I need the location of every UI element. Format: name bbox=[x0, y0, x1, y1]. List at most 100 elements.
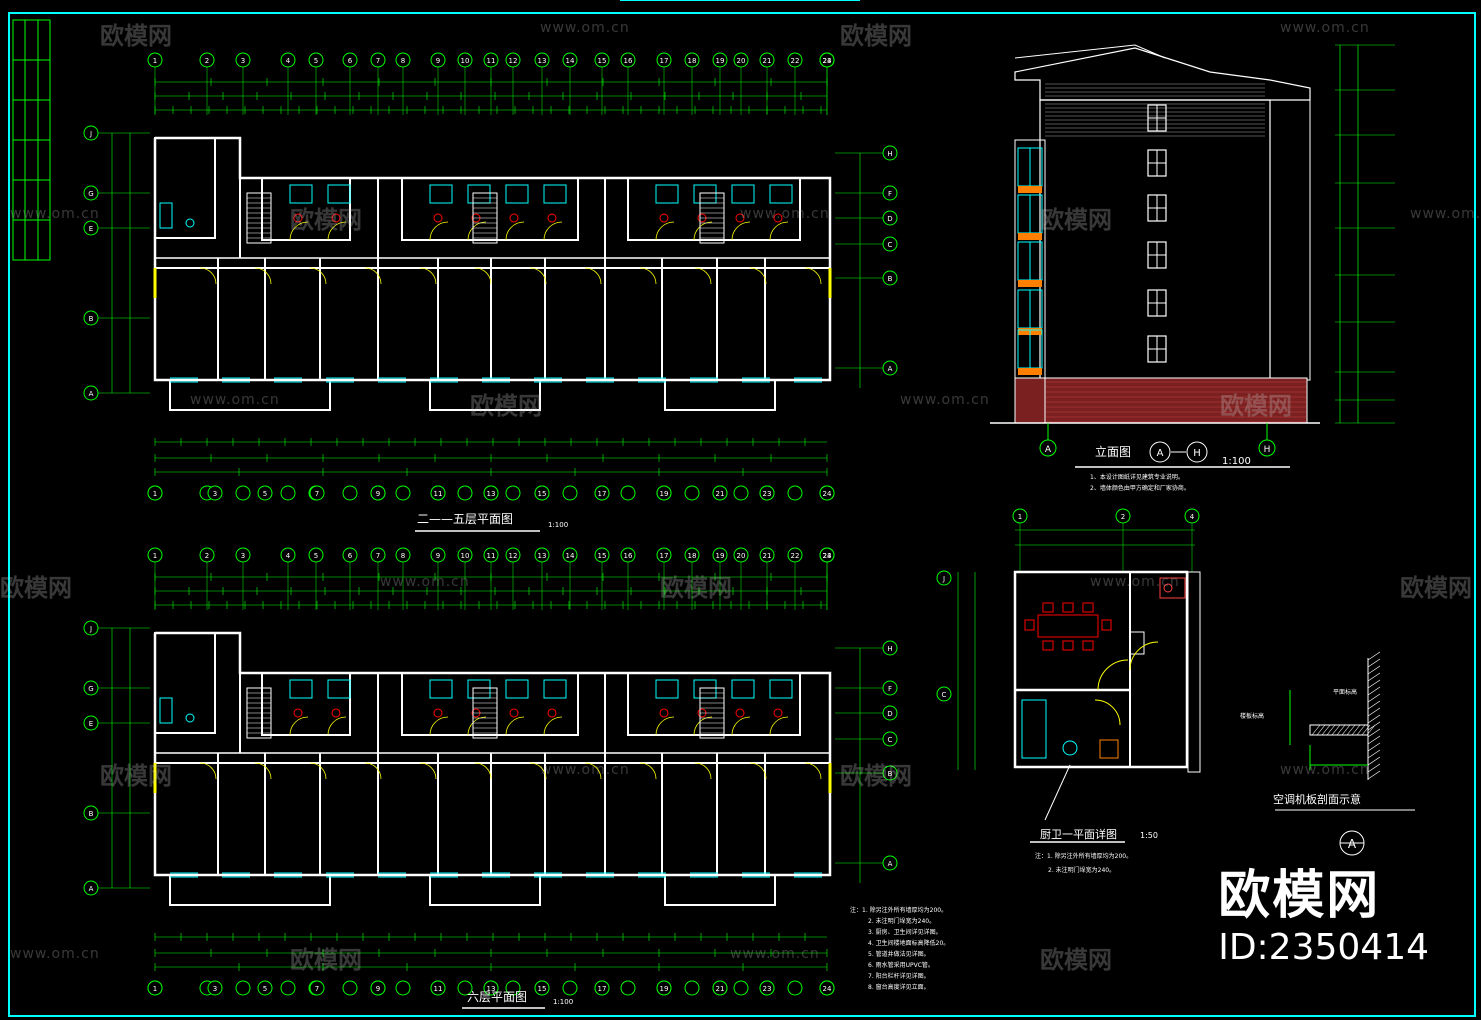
axis-label: 13 bbox=[538, 57, 547, 65]
axis-bubble bbox=[656, 980, 672, 996]
svg-text:F: F bbox=[888, 685, 892, 693]
axis-bubble bbox=[257, 485, 273, 501]
axis-label: 11 bbox=[434, 985, 443, 993]
svg-text:1: 1 bbox=[1018, 513, 1022, 521]
svg-text:H: H bbox=[887, 645, 892, 653]
axis-label: 24 bbox=[823, 552, 832, 560]
axis-label: 9 bbox=[376, 985, 380, 993]
axis-label: 3 bbox=[241, 552, 245, 560]
axis-label: 9 bbox=[436, 552, 440, 560]
axis-label: 8 bbox=[401, 57, 405, 65]
elevation-drawing: A H 立面图 A H 1:100 1、本设计图纸详见建筑专业说明。 2、墙体颜… bbox=[990, 44, 1395, 492]
axis-label: 15 bbox=[598, 552, 607, 560]
axis-label: 12 bbox=[509, 552, 518, 560]
axis-label: 23 bbox=[763, 985, 772, 993]
general-notes: 注：1. 除另注外所有墙厚均为200。 2. 未注明门垛宽为240。 3. 厨房、卫… bbox=[850, 906, 949, 991]
toilet-icon bbox=[1062, 740, 1078, 756]
axis-label: 17 bbox=[598, 490, 607, 498]
axis-label: 19 bbox=[716, 552, 725, 560]
axis-bubble bbox=[759, 980, 775, 996]
axis-label: 11 bbox=[487, 57, 496, 65]
axis-label: 21 bbox=[763, 57, 772, 65]
axis-label: 13 bbox=[538, 552, 547, 560]
note-line: 5. 管道井做法见详图。 bbox=[868, 950, 930, 958]
svg-text:C: C bbox=[888, 736, 893, 744]
brand-name: 欧模网 bbox=[1218, 866, 1381, 926]
lower-plan-title: 六层平面图 bbox=[467, 990, 527, 1004]
axis-label: 13 bbox=[487, 985, 496, 993]
axis-label: 19 bbox=[660, 985, 669, 993]
axis-label: 11 bbox=[487, 552, 496, 560]
svg-text:H: H bbox=[887, 150, 892, 158]
svg-text:G: G bbox=[88, 190, 93, 198]
axis-label: 23 bbox=[823, 57, 832, 65]
axis-bubble bbox=[430, 485, 446, 501]
axis-label: 5 bbox=[263, 490, 267, 498]
svg-text:楼板标高: 楼板标高 bbox=[1240, 712, 1264, 720]
axis-label: 4 bbox=[286, 552, 291, 560]
svg-text:2: 2 bbox=[1121, 513, 1125, 521]
axis-label: 2 bbox=[205, 552, 209, 560]
detail-scale: 1:50 bbox=[1140, 831, 1158, 840]
svg-text:C: C bbox=[942, 691, 947, 699]
axis-label: 5 bbox=[314, 552, 318, 560]
bathtub-icon bbox=[1021, 699, 1047, 759]
axis-bubble bbox=[430, 980, 446, 996]
axis-label: 12 bbox=[509, 57, 518, 65]
elev-axis-h bbox=[1258, 439, 1276, 457]
axis-bubble bbox=[594, 485, 610, 501]
upper-plan-scale: 1:100 bbox=[548, 521, 568, 529]
svg-text:D: D bbox=[887, 710, 892, 718]
axis-label: 7 bbox=[376, 552, 380, 560]
elevation-scale: 1:100 bbox=[1222, 456, 1251, 467]
note-line: 2. 未注明门垛宽为240。 bbox=[868, 917, 935, 925]
elev-axis-a bbox=[1039, 439, 1057, 457]
svg-text:2. 未注明门垛宽为240。: 2. 未注明门垛宽为240。 bbox=[1048, 866, 1115, 874]
axis-bubble bbox=[147, 485, 163, 501]
ac-slab-section: 平面标高 楼板标高 空调机板剖面示意 A bbox=[1240, 651, 1415, 856]
axis-bubble bbox=[712, 980, 728, 996]
axis-bubble bbox=[656, 485, 672, 501]
svg-text:C: C bbox=[888, 241, 893, 249]
svg-text:4: 4 bbox=[1190, 513, 1195, 521]
axis-label: 14 bbox=[566, 552, 575, 560]
svg-text:G: G bbox=[88, 685, 93, 693]
axis-label: 9 bbox=[376, 490, 380, 498]
svg-text:A: A bbox=[888, 365, 893, 373]
axis-bubble bbox=[534, 485, 550, 501]
axis-label: 7 bbox=[315, 490, 319, 498]
axis-label: 3 bbox=[213, 985, 217, 993]
axis-bubble bbox=[594, 980, 610, 996]
axis-label: 13 bbox=[487, 490, 496, 498]
outer-frame bbox=[8, 12, 1476, 1017]
axis-label: 22 bbox=[791, 57, 800, 65]
note-line: 3. 厨房、卫生间详见详图。 bbox=[868, 928, 942, 936]
note-line: 注：1. 除另注外所有墙厚均为200。 bbox=[850, 906, 947, 914]
axis-label: 17 bbox=[660, 57, 669, 65]
svg-text:E: E bbox=[89, 225, 93, 233]
svg-text:J: J bbox=[942, 575, 945, 583]
axis-label: 17 bbox=[660, 552, 669, 560]
axis-label: 16 bbox=[624, 57, 633, 65]
svg-text:D: D bbox=[887, 215, 892, 223]
axis-label: 6 bbox=[348, 552, 353, 560]
axis-bubble bbox=[370, 485, 386, 501]
svg-text:F: F bbox=[888, 190, 892, 198]
axis-label: 3 bbox=[241, 57, 245, 65]
axis-bubble bbox=[370, 980, 386, 996]
brand-badge: 欧模网 ID:2350414 bbox=[1218, 866, 1429, 970]
axis-label: 21 bbox=[716, 985, 725, 993]
axis-label: 24 bbox=[823, 985, 832, 993]
axis-label: 10 bbox=[461, 57, 470, 65]
axis-label: 1 bbox=[153, 57, 157, 65]
axis-bubble bbox=[257, 980, 273, 996]
axis-label: 15 bbox=[538, 985, 547, 993]
axis-label: 11 bbox=[434, 490, 443, 498]
axis-label: 21 bbox=[763, 552, 772, 560]
axis-bubble bbox=[309, 485, 325, 501]
dining-table-icon bbox=[1024, 602, 1112, 651]
axis-bubble bbox=[483, 980, 499, 996]
axis-label: 15 bbox=[598, 57, 607, 65]
axis-label: 1 bbox=[153, 985, 157, 993]
